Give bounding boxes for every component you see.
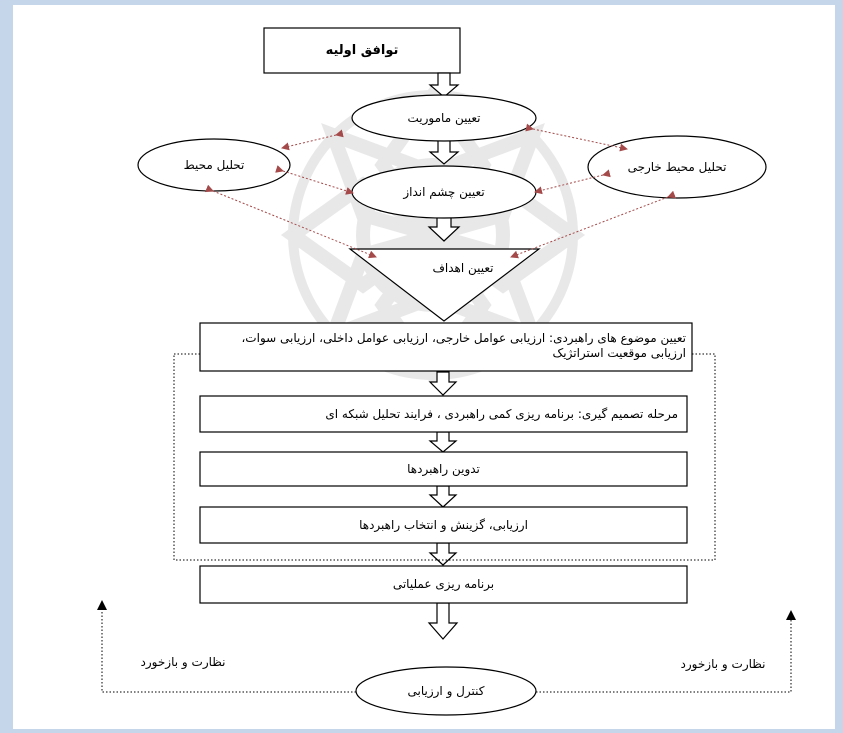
strategic-issues-label: تعیین موضوع های راهبردی: ارزیابی عوامل خ… bbox=[241, 331, 686, 360]
operational-label: برنامه ریزی عملیاتی bbox=[392, 577, 495, 591]
block-arrow-8 bbox=[428, 542, 458, 566]
goals-triangle bbox=[348, 248, 541, 322]
dashed-relations bbox=[205, 123, 676, 259]
strategic-issues-box bbox=[199, 322, 693, 372]
block-arrow-1 bbox=[428, 72, 460, 98]
decision-label: مرحله تصمیم گیری: برنامه ریزی کمی راهبرد… bbox=[325, 407, 678, 421]
external-env-ellipse bbox=[587, 135, 767, 199]
external-env-label: تحلیل محیط خارجی bbox=[627, 160, 727, 174]
flow-diagram bbox=[97, 27, 796, 716]
goals-label: تعیین اهداف bbox=[432, 261, 494, 275]
feedback-left-label: نظارت و بازخورد bbox=[140, 655, 226, 669]
control-ellipse bbox=[355, 666, 537, 716]
operational-box bbox=[199, 565, 688, 604]
initial-agreement-label: توافق اولیه bbox=[325, 43, 399, 58]
initial-agreement-box bbox=[263, 27, 461, 74]
formulation-label: تدوین راهبردها bbox=[407, 462, 480, 476]
selection-label: ارزیابی، گزینش و انتخاب راهبردها bbox=[359, 518, 528, 532]
control-label: کنترل و ارزیابی bbox=[407, 684, 485, 698]
mission-label: تعیین ماموریت bbox=[407, 111, 481, 125]
vision-label: تعیین چشم انداز bbox=[403, 185, 485, 199]
feedback-right-arrowhead bbox=[786, 610, 796, 620]
block-arrow-6 bbox=[428, 431, 458, 453]
diagram-canvas: توافق اولیه تعیین ماموریت تعیین چشم اندا… bbox=[13, 5, 835, 729]
block-arrow-7 bbox=[428, 485, 458, 508]
selection-box bbox=[199, 506, 688, 544]
feedback-right-label: نظارت و بازخورد bbox=[680, 657, 766, 671]
decision-box bbox=[199, 395, 688, 433]
block-arrow-9 bbox=[427, 602, 459, 640]
feedback-left-arrowhead bbox=[97, 600, 107, 610]
formulation-box bbox=[199, 451, 688, 487]
block-arrow-5 bbox=[428, 371, 458, 396]
mission-ellipse bbox=[351, 94, 537, 142]
feedback-loop bbox=[101, 608, 792, 693]
internal-env-label: تحلیل محیط bbox=[183, 158, 245, 172]
block-arrow-2 bbox=[428, 139, 460, 165]
